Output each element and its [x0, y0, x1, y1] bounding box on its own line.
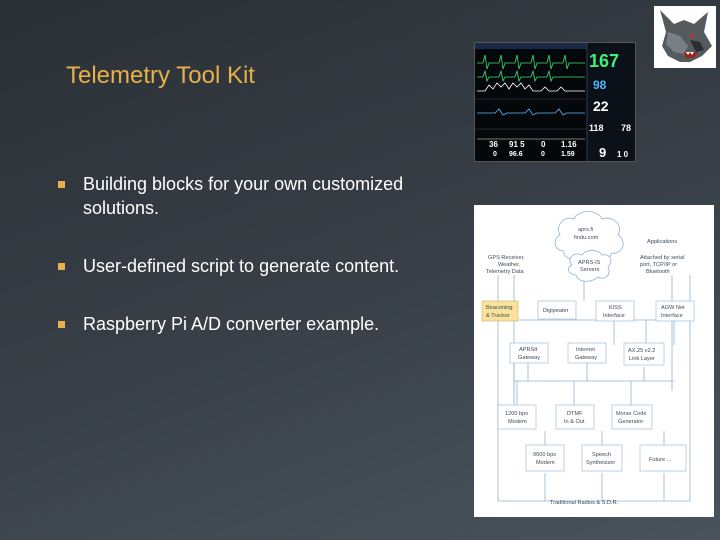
- agw-label-2: Interface: [661, 313, 683, 319]
- bullet-text: User-defined script to generate content.: [83, 256, 400, 276]
- modem-1200-label-1: 1200 bps: [505, 411, 528, 417]
- beacon-box: [481, 300, 519, 322]
- future-label: Future ...: [649, 457, 672, 463]
- wolf-illustration: [660, 10, 712, 62]
- cloud-icon: [554, 211, 624, 262]
- modem-9600-box: [525, 444, 565, 472]
- internet-label-2: Gateway: [575, 355, 597, 361]
- resp-value: 22: [593, 98, 609, 114]
- spo2-value: 98: [593, 78, 607, 92]
- bp2-value: 78: [621, 123, 631, 133]
- morse-box: [611, 404, 653, 430]
- modem-1200-box: [497, 404, 537, 430]
- speech-label-2: Synthesizer: [586, 460, 615, 466]
- bullet-marker-icon: [58, 263, 65, 270]
- monitor-display: 167 98 22 118 78 9 1 0 36 91 5 0 1.16 0 …: [475, 43, 635, 161]
- cloud-label-1: aprs.fi: [578, 227, 593, 233]
- bullet-marker-icon: [58, 321, 65, 328]
- modem-9600-label-2: Modem: [536, 460, 555, 466]
- kiss-label-2: Interface: [603, 313, 625, 319]
- morse-label-1: Morse Code: [616, 411, 646, 417]
- applications-label: Applications: [647, 239, 677, 245]
- bp-value: 118: [589, 123, 604, 133]
- ax25-label-1: AX.25 v2.2: [628, 348, 655, 354]
- speech-label-1: Speech: [592, 452, 611, 458]
- attached-label-3: Bluetooth: [646, 269, 670, 275]
- modem-1200-label-2: Modem: [508, 419, 527, 425]
- wolf-logo-icon: [654, 6, 716, 68]
- speech-box: [581, 444, 623, 472]
- dtmf-label-1: DTMF: [567, 411, 583, 417]
- bottom2-value: 1 0: [617, 150, 629, 159]
- readout-b2: 96.6: [509, 151, 523, 158]
- bullet-item: Building blocks for your own customized …: [58, 172, 458, 220]
- aprstt-label-1: APRStt: [519, 347, 538, 353]
- modem-9600-label-1: 9600 bps: [533, 452, 556, 458]
- bullet-text: Building blocks for your own customized …: [83, 174, 404, 218]
- readout-a1: 36: [489, 140, 498, 149]
- bottom-value: 9: [599, 145, 606, 160]
- beacon-label-1: Beaconing: [486, 305, 512, 311]
- servers-label-1: APRS-IS: [578, 260, 601, 266]
- servers-cloud-icon: [568, 250, 612, 282]
- kiss-label-1: KISS: [609, 305, 622, 311]
- slide-title: Telemetry Tool Kit: [66, 62, 255, 89]
- readout-a3: 0: [541, 140, 546, 149]
- servers-label-2: Servers: [580, 267, 599, 273]
- cloud-label-2: findu.com: [574, 235, 599, 241]
- readout-a2: 91 5: [509, 140, 525, 149]
- readout-b4: 1.59: [561, 151, 575, 158]
- future-box: [639, 444, 687, 472]
- bullet-item: Raspberry Pi A/D converter example.: [58, 312, 379, 336]
- gps-label-3: Telemetry Data: [486, 269, 525, 275]
- hr-value: 167: [589, 51, 619, 71]
- morse-label-2: Generator: [618, 419, 643, 425]
- aprstt-box: [509, 342, 549, 364]
- gps-label-2: Weather,: [498, 262, 521, 268]
- telemetry-monitor-image: 167 98 22 118 78 9 1 0 36 91 5 0 1.16 0 …: [474, 42, 636, 162]
- beacon-label-2: & Tracker: [486, 313, 510, 319]
- diagram-canvas: aprs.fi findu.com APRS-IS Servers Applic…: [481, 211, 695, 506]
- dtmf-label-2: In & Out: [564, 419, 585, 425]
- attached-label-1: Attached by serial: [640, 255, 684, 261]
- digipeater-box: [537, 300, 577, 320]
- agw-box: [655, 300, 695, 322]
- readout-a4: 1.16: [561, 140, 577, 149]
- ax25-box: [623, 342, 665, 366]
- readout-b3: 0: [541, 151, 545, 158]
- bullet-item: User-defined script to generate content.: [58, 254, 399, 278]
- agw-label-1: AGW Net: [661, 305, 685, 311]
- ax25-label-2: Link Layer: [629, 356, 655, 362]
- internet-label-1: Internet: [576, 347, 595, 353]
- readout-b1: 0: [493, 151, 497, 158]
- bullet-marker-icon: [58, 181, 65, 188]
- digipeater-label: Digipeater: [543, 308, 569, 314]
- attached-label-2: port, TCP/IP or: [640, 262, 677, 268]
- kiss-box: [595, 300, 635, 322]
- gps-label-1: GPS Receiver,: [488, 255, 525, 261]
- aprstt-label-2: Gateway: [518, 355, 540, 361]
- bullet-text: Raspberry Pi A/D converter example.: [83, 314, 380, 334]
- footer-label: Traditional Radios & S.D.R.: [550, 500, 619, 506]
- architecture-diagram: aprs.fi findu.com APRS-IS Servers Applic…: [474, 205, 714, 517]
- internet-gateway-box: [567, 342, 607, 364]
- dtmf-box: [555, 404, 595, 430]
